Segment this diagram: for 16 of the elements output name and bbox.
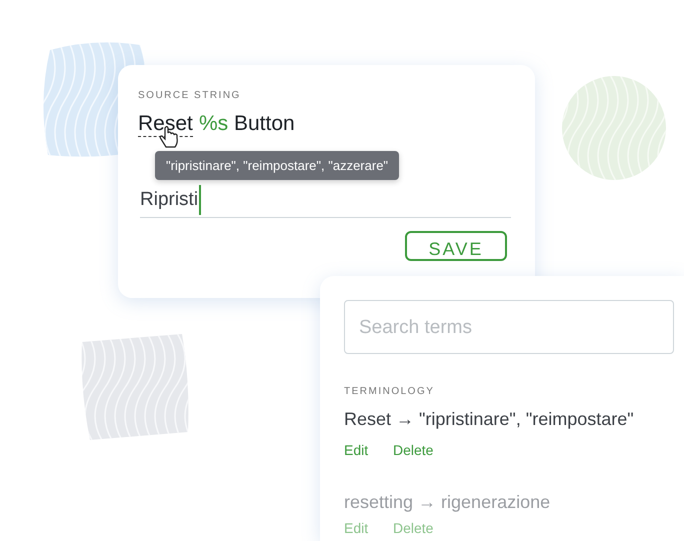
placeholder-token: %s <box>199 112 228 136</box>
terminology-card <box>320 276 684 541</box>
delete-link: Delete <box>393 520 434 536</box>
tooltip: "ripristinare", "reimpostare", "azzerare" <box>155 151 400 180</box>
save-button: SAVE <box>405 231 507 261</box>
edit-link: Edit <box>344 442 368 458</box>
section-caption: SOURCE STRING <box>138 90 241 101</box>
source-string-card <box>118 65 535 298</box>
translation-input-field: Ripristi <box>140 185 511 218</box>
edit-link: Edit <box>344 520 368 536</box>
delete-link: Delete <box>393 442 434 458</box>
term-entry: Reset → "ripristinare", "reimpostare" <box>344 409 634 430</box>
section-caption: TERMINOLOGY <box>344 386 434 397</box>
term-entry: resetting → rigenerazione <box>344 492 550 513</box>
search-field: Search terms <box>344 300 674 354</box>
source-word: Button <box>234 112 295 136</box>
